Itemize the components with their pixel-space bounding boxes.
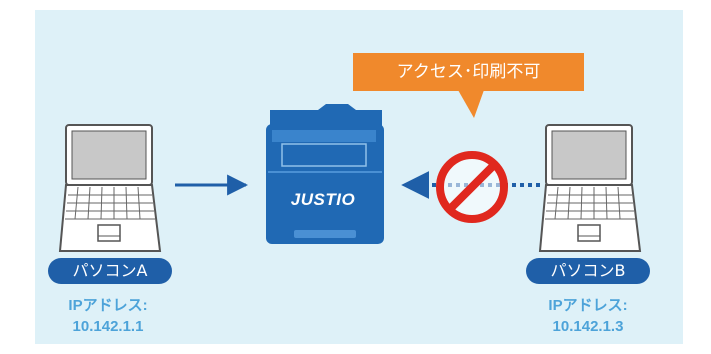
pc-b-ip-label: IPアドレス: xyxy=(548,297,628,314)
printer-icon xyxy=(266,104,384,244)
pc-b-ip-value: 10.142.1.3 xyxy=(552,318,624,335)
access-denied-callout: アクセス･印刷不可 xyxy=(353,53,584,91)
pc-b-label: パソコンB xyxy=(526,258,650,284)
pc-a-ip-label: IPアドレス: xyxy=(68,297,148,314)
printer-brand-label: JUSTIO xyxy=(290,190,356,209)
callout-pointer xyxy=(458,90,484,118)
pc-a-ip-block: IPアドレス: 10.142.1.1 xyxy=(40,295,176,337)
pc-a-label: パソコンA xyxy=(48,258,172,284)
pc-a-ip-value: 10.142.1.1 xyxy=(72,318,144,335)
prohibited-icon xyxy=(436,151,508,223)
laptop-a-icon xyxy=(58,124,162,252)
laptop-b-icon xyxy=(538,124,642,252)
pc-b-ip-block: IPアドレス: 10.142.1.3 xyxy=(520,295,656,337)
